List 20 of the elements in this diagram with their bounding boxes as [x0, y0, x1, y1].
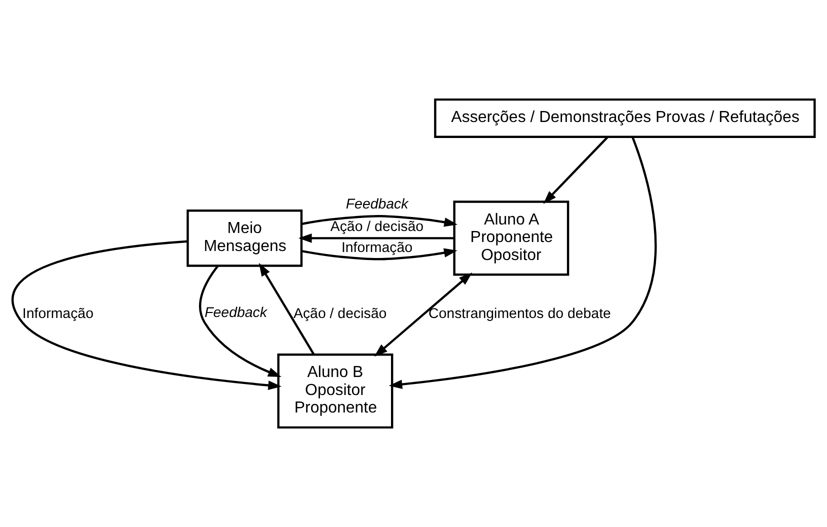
arrow — [543, 136, 608, 204]
arrow — [388, 136, 657, 389]
arrow — [199, 265, 282, 377]
node-box: Aluno A Proponente Opositor — [453, 200, 570, 276]
node-box: Meio Mensagens — [186, 210, 303, 267]
edge-label: Ação / decisão — [293, 306, 387, 322]
node-box: Aluno B Opositor Proponente — [277, 353, 394, 429]
arrow — [298, 234, 454, 243]
edge-label: Ação / decisão — [330, 218, 424, 235]
arrow — [12, 240, 282, 390]
arrow — [301, 215, 458, 227]
node-box: Asserções / Demonstrações Provas / Refutações — [434, 98, 816, 138]
arrow — [302, 248, 458, 260]
arrow — [374, 272, 472, 357]
edge-label: Feedback — [204, 305, 267, 322]
edge-label: Feedback — [346, 196, 408, 213]
arrow — [258, 262, 315, 355]
edge-label: Informação — [22, 306, 94, 322]
edge-label: Constrangimentos do debate — [428, 306, 611, 322]
edge-label: Informação — [341, 240, 413, 256]
